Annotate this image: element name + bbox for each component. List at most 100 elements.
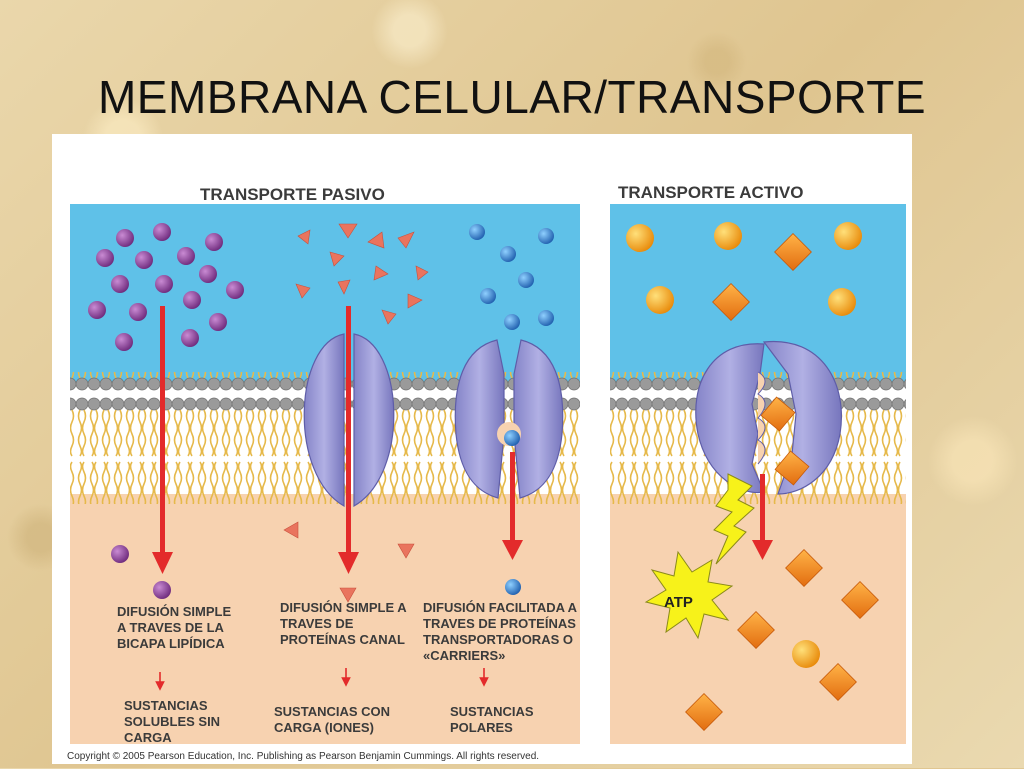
triangle-ion (407, 293, 423, 309)
pump-protein (695, 340, 842, 495)
purple-molecule (153, 223, 171, 241)
triangle-ion (297, 229, 311, 245)
triangle-ion-group (283, 223, 429, 603)
blue-molecule-group (469, 224, 554, 595)
label-line: DIFUSIÓN SIMPLE (117, 604, 231, 619)
triangle-ion (397, 231, 415, 249)
triangle-ion (339, 587, 357, 603)
triangle-ion (329, 251, 345, 267)
orange-sphere (626, 224, 654, 252)
orange-diamond (685, 693, 723, 731)
label-line: «CARRIERS» (423, 648, 505, 663)
diffusion-arrow-3 (502, 452, 523, 560)
label-line: TRAVES DE PROTEÍNAS (423, 616, 576, 631)
substance-line: SUSTANCIAS (124, 698, 208, 713)
diagram-svg: TRANSPORTE PASIVO (67, 183, 906, 762)
blue-molecule (505, 579, 521, 595)
triangle-ion (337, 279, 351, 295)
orange-diamond (737, 611, 775, 649)
purple-molecule (129, 303, 147, 321)
atp-label: ATP (664, 594, 693, 611)
active-transport-arrow (752, 474, 773, 560)
diffusion-arrow-1 (152, 306, 173, 574)
triangle-ion (295, 283, 311, 299)
purple-molecule (88, 301, 106, 319)
carrier-protein (454, 339, 564, 499)
orange-sphere (828, 288, 856, 316)
label-line: BICAPA LIPÍDICA (117, 636, 225, 651)
substance-line: CARGA (124, 730, 172, 745)
slide-title: MEMBRANA CELULAR/TRANSPORTE (97, 71, 927, 123)
channel-protein (303, 333, 395, 508)
triangle-ion (373, 265, 389, 281)
purple-molecule (205, 233, 223, 251)
purple-molecule (115, 333, 133, 351)
orange-diamond (774, 233, 812, 271)
orange-diamond (785, 549, 823, 587)
purple-molecule (155, 275, 173, 293)
label-column-2: DIFUSIÓN SIMPLE A TRAVES DE PROTEÍNAS CA… (274, 600, 407, 735)
substance-line: SUSTANCIAS (450, 704, 534, 719)
purple-molecule (177, 247, 195, 265)
blue-molecule (538, 228, 554, 244)
orange-diamond-group (685, 233, 879, 731)
purple-molecule (199, 265, 217, 283)
passive-header: TRANSPORTE PASIVO (200, 185, 385, 204)
purple-molecule (111, 275, 129, 293)
triangle-ion (367, 231, 385, 249)
orange-sphere (792, 640, 820, 668)
label-line: TRANSPORTADORAS O (423, 632, 573, 647)
blue-molecule (469, 224, 485, 240)
purple-molecule-group (88, 223, 244, 599)
passive-panel: TRANSPORTE PASIVO (70, 185, 580, 745)
triangle-ion (338, 223, 358, 239)
purple-molecule (153, 581, 171, 599)
orange-sphere-group (626, 222, 862, 668)
diffusion-arrow-2 (338, 306, 359, 574)
membrane-transport-diagram: TRANSPORTE PASIVO (52, 134, 912, 764)
purple-molecule (135, 251, 153, 269)
triangle-ion (381, 309, 397, 325)
blue-molecule (504, 430, 520, 446)
label-column-1: DIFUSIÓN SIMPLE A TRAVES DE LA BICAPA LI… (117, 604, 231, 745)
intracellular-space-passive (70, 494, 580, 744)
active-panel: TRANSPORTE ACTIVO (610, 183, 906, 744)
orange-sphere (714, 222, 742, 250)
blue-molecule (500, 246, 516, 262)
purple-molecule (209, 313, 227, 331)
substance-line: SOLUBLES SIN (124, 714, 220, 729)
substance-line: CARGA (IONES) (274, 720, 374, 735)
orange-diamond (841, 581, 879, 619)
copyright-notice: Copyright © 2005 Pearson Education, Inc.… (67, 751, 539, 762)
purple-molecule (116, 229, 134, 247)
blue-molecule (504, 314, 520, 330)
purple-molecule (96, 249, 114, 267)
triangle-ion (283, 521, 299, 539)
triangle-ion (415, 265, 429, 281)
orange-diamond (712, 283, 750, 321)
atp-burst: ATP (644, 550, 734, 640)
purple-molecule (183, 291, 201, 309)
substance-line: POLARES (450, 720, 513, 735)
purple-molecule (226, 281, 244, 299)
orange-diamond (760, 396, 796, 432)
energy-bolt-icon (713, 473, 755, 565)
orange-diamond (819, 663, 857, 701)
orange-sphere (646, 286, 674, 314)
label-line: PROTEÍNAS CANAL (280, 632, 405, 647)
label-line: DIFUSIÓN SIMPLE A (280, 600, 407, 615)
label-line: DIFUSIÓN FACILITADA A (423, 600, 578, 615)
orange-sphere (834, 222, 862, 250)
blue-molecule (538, 310, 554, 326)
orange-diamond (774, 450, 810, 486)
label-column-3: DIFUSIÓN FACILITADA A TRAVES DE PROTEÍNA… (423, 600, 578, 735)
blue-molecule (518, 272, 534, 288)
substance-line: SUSTANCIAS CON (274, 704, 390, 719)
purple-molecule (111, 545, 129, 563)
purple-molecule (181, 329, 199, 347)
label-line: A TRAVES DE LA (117, 620, 225, 635)
active-header: TRANSPORTE ACTIVO (618, 183, 803, 202)
blue-molecule (480, 288, 496, 304)
label-line: TRAVES DE (280, 616, 354, 631)
triangle-ion (397, 543, 415, 559)
